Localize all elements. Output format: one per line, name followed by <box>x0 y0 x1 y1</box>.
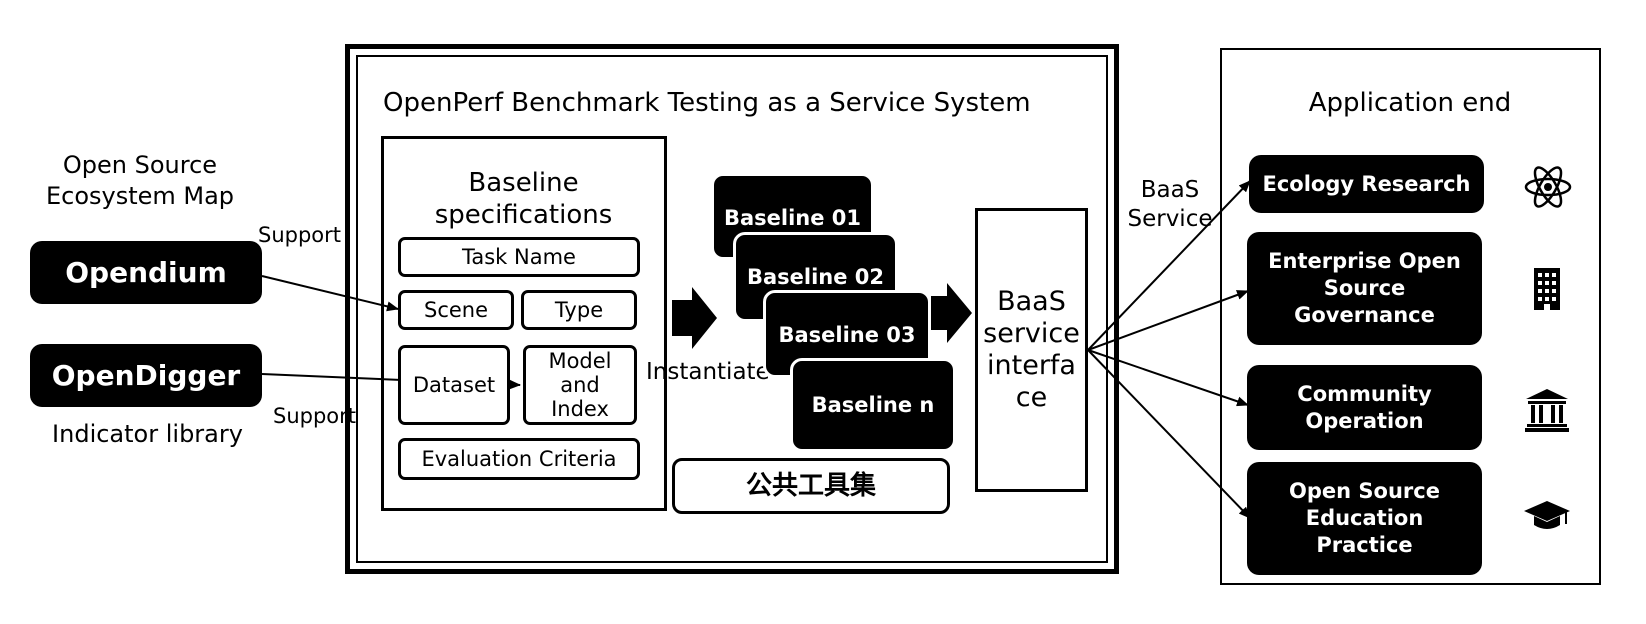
public-toolset-label: 公共工具集 <box>745 471 876 501</box>
community-operation-label: Community Operation <box>1297 381 1432 433</box>
scene-box: Scene <box>398 290 514 330</box>
baseline-03-label: Baseline 03 <box>778 323 916 347</box>
app-item-enterprise-governance: Enterprise Open Source Governance <box>1247 232 1482 345</box>
dataset-label: Dataset <box>412 373 496 397</box>
dataset-box: Dataset <box>398 345 510 425</box>
ecology-research-label: Ecology Research <box>1262 171 1471 196</box>
opendigger-node: OpenDigger <box>30 344 262 407</box>
application-end-title: Application end <box>1308 88 1512 118</box>
enterprise-governance-label: Enterprise Open Source Governance <box>1268 249 1461 327</box>
baseline-02-label: Baseline 02 <box>746 265 885 289</box>
system-frame-inner <box>356 55 1108 563</box>
model-index-label: Model and Index <box>548 349 612 421</box>
application-end-frame <box>1220 48 1601 585</box>
instantiate-label: Instantiate <box>646 359 770 385</box>
opendigger-label: OpenDigger <box>51 359 241 392</box>
app-item-ecology-research: Ecology Research <box>1249 155 1484 213</box>
baseline-card-n: Baseline n <box>790 358 956 452</box>
evaluation-criteria-label: Evaluation Criteria <box>421 447 617 471</box>
app-item-community-operation: Community Operation <box>1247 365 1482 450</box>
baseline-01-label: Baseline 01 <box>723 206 862 230</box>
scene-label: Scene <box>423 298 489 322</box>
type-label: Type <box>554 298 604 322</box>
ecosystem-map-label: Open Source Ecosystem Map <box>45 151 235 210</box>
baseline-n-label: Baseline n <box>811 393 935 417</box>
interface-block-arrow <box>931 283 972 343</box>
public-toolset-box: 公共工具集 <box>672 458 950 514</box>
system-title: OpenPerf Benchmark Testing as a Service … <box>383 88 1031 118</box>
system-frame-outer <box>345 44 1119 574</box>
graduation-cap-icon <box>1524 501 1570 529</box>
education-practice-label: Open Source Education Practice <box>1289 479 1440 557</box>
baseline-specifications-title: Baseline specifications <box>434 168 613 230</box>
task-name-box: Task Name <box>398 237 640 277</box>
opendium-node: Opendium <box>30 241 262 304</box>
atom-icon <box>1524 166 1572 208</box>
support-label-top: Support <box>258 223 342 247</box>
baas-interface-label: BaaS service interfa ce <box>983 286 1080 413</box>
building-icon <box>1534 268 1560 310</box>
baas-service-label: BaaS Service <box>1127 177 1213 232</box>
evaluation-criteria-box: Evaluation Criteria <box>398 438 640 480</box>
opendium-arrow <box>261 275 399 312</box>
type-box: Type <box>521 290 637 330</box>
baas-interface-box: BaaS service interfa ce <box>975 208 1088 492</box>
model-index-box: Model and Index <box>523 345 637 425</box>
task-name-label: Task Name <box>462 245 576 269</box>
institution-icon <box>1525 389 1569 432</box>
baseline-specifications-box <box>381 136 667 511</box>
opendium-label: Opendium <box>65 256 227 289</box>
support-label-bottom: Support <box>273 404 357 428</box>
indicator-library-label: Indicator library <box>52 420 243 448</box>
instantiate-block-arrow <box>672 287 717 349</box>
app-item-education-practice: Open Source Education Practice <box>1247 462 1482 575</box>
